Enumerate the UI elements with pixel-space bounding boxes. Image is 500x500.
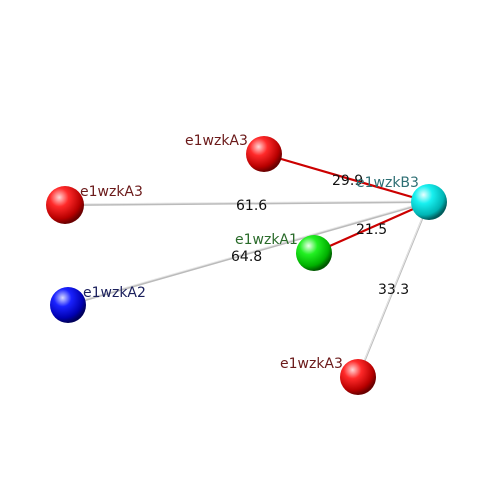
edge-highlight [67,200,430,305]
node-red-sphere[interactable] [246,136,282,172]
node-label: e1wzkA3 [280,356,343,372]
edge-highlight [64,200,430,205]
node-cyan-sphere[interactable] [411,184,447,220]
node-red-sphere[interactable] [340,359,376,395]
edge-n_red_top-n_cyan [262,152,431,204]
node-label: e1wzkA3 [80,184,143,200]
node-label: e1wzkA3 [185,133,248,149]
edge-n_blue-n_cyan [67,201,430,306]
edge-label: 64.8 [231,249,262,265]
edge-highlight [357,200,430,377]
edge-labels-layer: 29.9 61.6 64.8 21.5 33.3 [231,173,409,298]
node-labels-layer: e1wzkA3 e1wzkA3 e1wzkA2 e1wzkA1 e1wzkB3 e1wzk… [80,133,419,372]
node-blue-sphere[interactable] [50,287,86,323]
node-label: e1wzkA1 [235,232,298,248]
edge-label: 21.5 [356,222,387,238]
edge-label: 61.6 [236,198,267,214]
edges-layer [64,152,431,378]
node-red-sphere[interactable] [46,186,84,224]
node-label: e1wzkA2 [83,285,146,301]
node-green-sphere[interactable] [296,235,332,271]
nodes-layer [46,136,447,395]
edge-n_red_left-n_cyan [64,201,430,206]
edge-label: 29.9 [332,173,363,189]
edge-label: 33.3 [378,282,409,298]
node-label: e1wzkB3 [356,175,419,191]
edge-n_green-n_cyan [312,200,431,255]
